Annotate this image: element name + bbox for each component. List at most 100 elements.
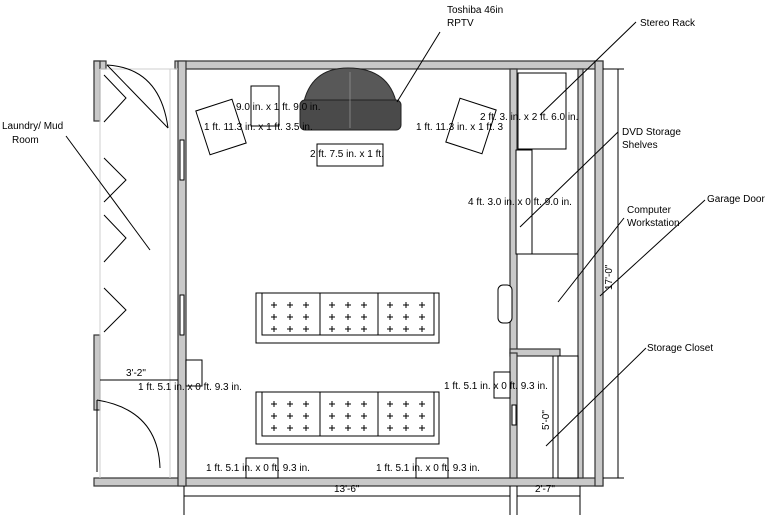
tv-stand [316,143,384,167]
leader-lines [65,21,706,447]
sofa-front-stitch [361,302,367,308]
sofa-front-stitch [345,314,351,320]
speaker-left-dim: 1 ft. 11.3 in. x 1 ft. 3.5 in. [204,122,313,133]
sofa-front-stitch [329,302,335,308]
leader-closet [545,347,647,447]
sofa-front-stitch [345,326,351,332]
bottom-door-arc [96,399,161,469]
sofa-rear-stitch [303,425,309,431]
sofa-rear-stitch [345,425,351,431]
laundry-room [96,64,178,478]
sofa-rear-stitch [287,425,293,431]
stereo-rack-label: Stereo Rack [640,18,696,29]
sofa-rear-stitch [361,425,367,431]
sofa-front [255,292,440,344]
sofa-rear-stitch [303,401,309,407]
sofa-rear-stitch [345,413,351,419]
room-depth-dim: 17'-0" [604,264,615,290]
sofa-front-stitch [387,302,393,308]
sofa-rear [255,391,440,445]
laundry-label-line2: Room [12,135,39,146]
speaker-left [195,98,247,156]
top-wall [174,60,604,70]
rear-left [245,457,279,479]
leader-computer [557,217,625,303]
sofa-rear-stitch [387,401,393,407]
tv-rptv [299,67,402,131]
sofa-rear-stitch [387,425,393,431]
laundry-outer-wall-top [93,60,101,122]
top-door-arc [106,64,169,129]
sofa-rear-stitch [403,401,409,407]
bifold-door-4 [103,287,127,333]
sofa-front-stitch [287,302,293,308]
leader-dvd [519,131,619,228]
dvd-shelves-dim: 4 ft. 3.0 in. x 0 ft. 9.0 in. [468,197,572,208]
sofa-front-stitch [271,326,277,332]
storage-closet-label: Storage Closet [647,343,713,354]
tv-stand-dim: 2 ft. 7.5 in. x 1 ft. [310,149,384,160]
leader-stereo [539,21,637,116]
surround-right [493,371,511,399]
sofa-front-stitch [329,326,335,332]
sofa-front-stitch [303,314,309,320]
stereo-rack-dim: 2 ft. 3. in. x 2 ft. 6.0 in. [480,112,578,123]
sofa-front-seat-2 [319,292,379,336]
sofa-front-stitch [419,326,425,332]
tv-label-line2: RPTV [447,18,474,29]
sofa-front-stitch [361,314,367,320]
speaker-right [445,97,497,155]
sofa-rear-stitch [419,401,425,407]
computer-chair [497,284,513,324]
rear-left-dim: 1 ft. 5.1 in. x 0 ft. 9.3 in. [206,463,310,474]
rear-right [415,457,449,479]
computer-label-line2: Workstation [627,218,680,229]
bifold-door-1 [103,74,127,123]
speaker-right-dim: 1 ft. 11.3 in. x 1 ft. 3 [416,122,504,133]
dvd-label-line2: Shelves [622,140,658,151]
garage-door-label: Garage Door [707,194,765,205]
sofa-rear-stitch [271,413,277,419]
laundry-width-dim: 3'-2" [126,368,146,379]
speaker-center [250,85,280,127]
closet-depth-dim: 5'-0" [541,410,552,430]
sofa-rear-stitch [345,401,351,407]
labels: Toshiba 46in RPTV Stereo Rack DVD Storag… [2,5,765,495]
sofa-rear-stitch [329,425,335,431]
sofa-front-stitch [329,314,335,320]
sofa-rear-stitching [271,401,425,431]
speaker-center-dim: 9.0 in. x 1 ft. 9.0 in. [236,102,321,113]
laundry-label-line1: Laundry/ Mud [2,121,63,132]
sofa-front-stitch [403,326,409,332]
sofa-rear-stitch [329,413,335,419]
rear-right-dim: 1 ft. 5.1 in. x 0 ft. 9.3 in. [376,463,480,474]
stereo-rack [517,72,567,150]
right-wall [594,60,604,487]
sofa-front-stitch [287,314,293,320]
sofa-front-stitch [345,302,351,308]
sofa-rear-stitch [329,401,335,407]
top-door-leaf [106,64,169,129]
bifold-door-3 [103,214,127,263]
sofa-rear-stitch [271,401,277,407]
dimension-lines [100,68,624,515]
sofa-front-stitch [271,302,277,308]
sofa-rear-stitch [287,401,293,407]
surround-right-dim: 1 ft. 5.1 in. x 0 ft. 9.3 in. [444,381,548,392]
sofa-rear-stitch [403,413,409,419]
bifold-door-2 [103,157,127,203]
tv-label-line1: Toshiba 46in [447,5,503,16]
surround-left [185,359,203,387]
pocket-door-upper [179,139,185,181]
sofa-front-stitch [303,326,309,332]
sofa-rear-stitch [361,413,367,419]
interior-door-marks [179,139,517,426]
left-inner-wall [177,60,187,487]
sofa-rear-stitch [287,413,293,419]
sofa-rear-stitch [403,425,409,431]
sofa-front-stitch [361,326,367,332]
computer-label-line1: Computer [627,205,672,216]
sofa-front-stitch [287,326,293,332]
sofa-rear-stitch [361,401,367,407]
sofa-front-stitching [271,302,425,332]
